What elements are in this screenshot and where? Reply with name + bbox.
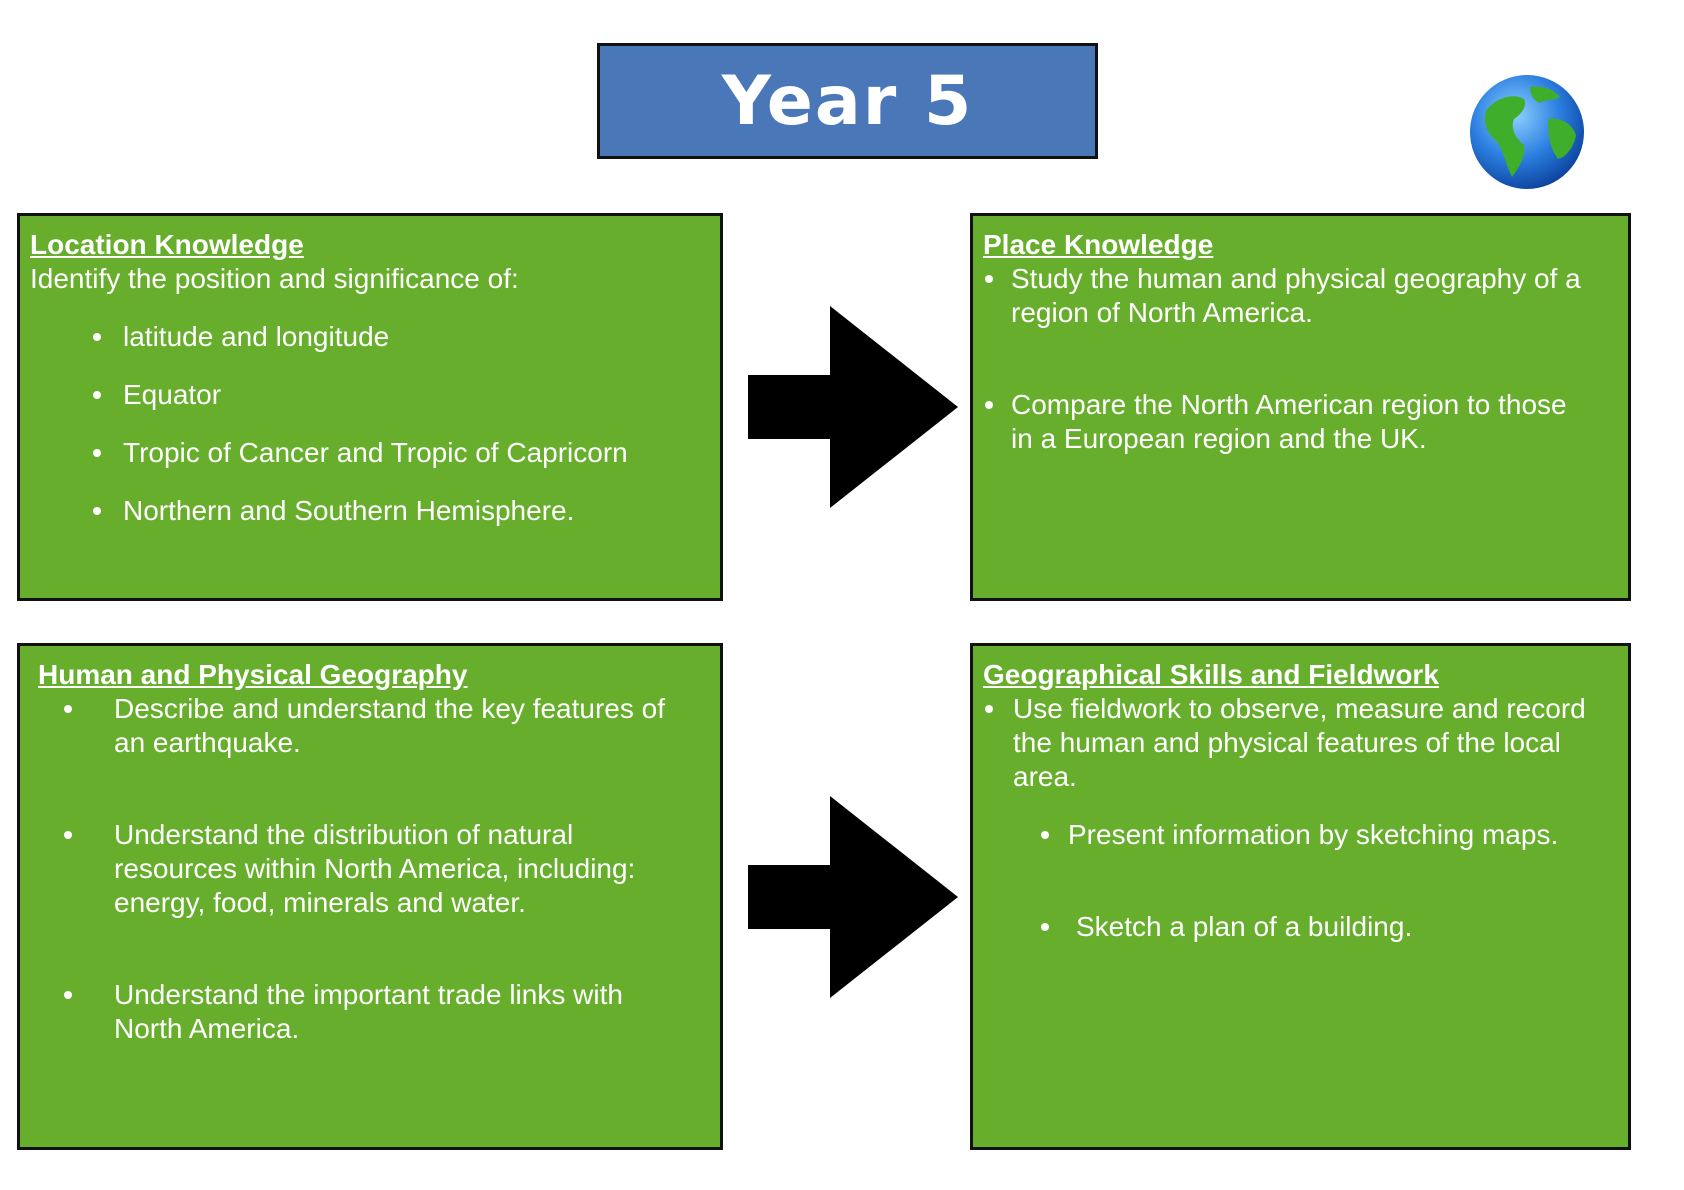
list-item: Tropic of Cancer and Tropic of Capricorn bbox=[30, 436, 710, 470]
list-item: Present information by sketching maps. bbox=[983, 818, 1618, 852]
globe-icon bbox=[1470, 75, 1584, 189]
right-arrow-icon bbox=[748, 306, 958, 508]
list-item: Study the human and physical geography o… bbox=[983, 262, 1618, 330]
geographical-skills-list: Use fieldwork to observe, measure and re… bbox=[983, 692, 1618, 944]
list-item: Use fieldwork to observe, measure and re… bbox=[983, 692, 1618, 794]
list-item: Describe and understand the key features… bbox=[30, 692, 710, 760]
list-item: latitude and longitude bbox=[30, 320, 710, 354]
location-knowledge-intro: Identify the position and significance o… bbox=[30, 263, 519, 294]
geographical-skills-panel: Geographical Skills and Fieldwork Use fi… bbox=[970, 643, 1631, 1150]
human-physical-geography-list: Describe and understand the key features… bbox=[30, 692, 710, 1046]
geographical-skills-heading: Geographical Skills and Fieldwork bbox=[983, 659, 1439, 690]
location-knowledge-panel: Location Knowledge Identify the position… bbox=[17, 213, 723, 601]
list-item: Northern and Southern Hemisphere. bbox=[30, 494, 710, 528]
place-knowledge-heading: Place Knowledge bbox=[983, 229, 1214, 260]
right-arrow-icon bbox=[748, 796, 958, 998]
title-banner: Year 5 bbox=[597, 43, 1098, 159]
place-knowledge-panel: Place Knowledge Study the human and phys… bbox=[970, 213, 1631, 601]
list-item: Equator bbox=[30, 378, 710, 412]
location-knowledge-heading: Location Knowledge bbox=[30, 229, 304, 260]
list-item: Sketch a plan of a building. bbox=[983, 910, 1618, 944]
human-physical-geography-panel: Human and Physical Geography Describe an… bbox=[17, 643, 723, 1150]
human-physical-geography-heading: Human and Physical Geography bbox=[38, 659, 468, 690]
list-item: Compare the North American region to tho… bbox=[983, 388, 1618, 456]
list-item: Understand the distribution of natural r… bbox=[30, 818, 710, 920]
location-knowledge-list: latitude and longitude Equator Tropic of… bbox=[30, 320, 710, 528]
place-knowledge-list: Study the human and physical geography o… bbox=[983, 262, 1618, 456]
list-item: Understand the important trade links wit… bbox=[30, 978, 710, 1046]
page-title: Year 5 bbox=[721, 61, 974, 141]
